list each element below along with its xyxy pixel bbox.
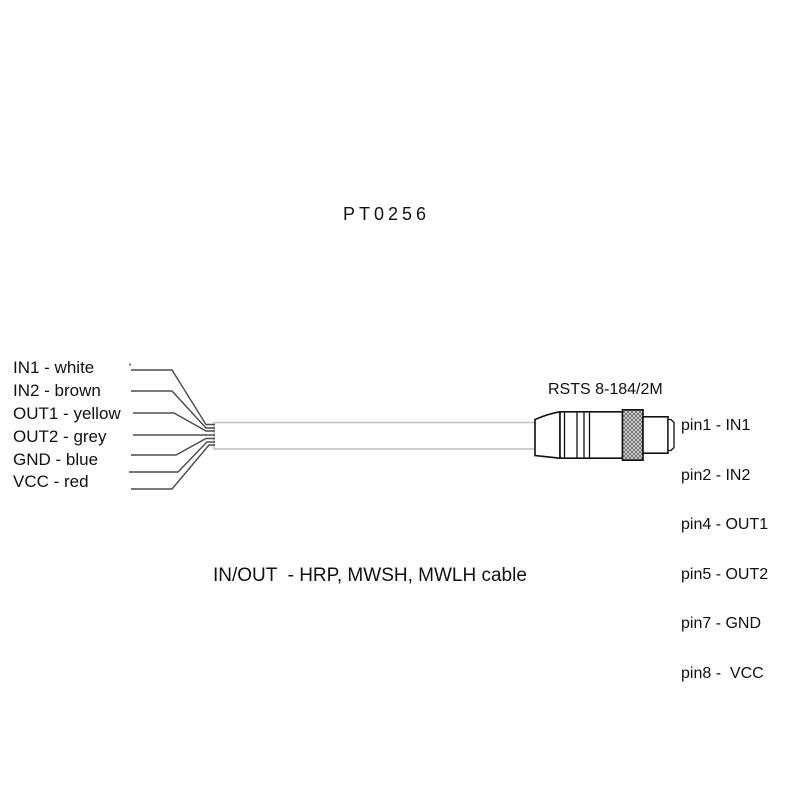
wire-label-out2: OUT2 - grey [13, 427, 107, 446]
wire-gnd [131, 437, 215, 456]
drawing-title: PT0256 [343, 204, 431, 224]
pin-label-8: pin8 - VCC [681, 664, 764, 682]
connector-end-cap [667, 418, 675, 452]
wire-fan [129, 369, 215, 490]
pin-label-5: pin5 - OUT2 [681, 565, 769, 583]
cable-type-caption: IN/OUT - HRP, MWSH, MWLH cable [213, 565, 527, 586]
connector-boot [534, 410, 561, 460]
wire-label-vcc: VCC - red [13, 472, 89, 491]
wire-label-in2: IN2 - brown [13, 381, 101, 400]
wire-shield [131, 444, 215, 490]
connector-body [559, 410, 624, 459]
connector-knurled-ring [621, 408, 644, 461]
pin-assignment-list: pin1 - IN1 pin2 - IN2 pin4 - OUT1 pin5 -… [681, 385, 768, 715]
wire-vcc [129, 441, 215, 473]
wire-label-out1: OUT1 - yellow [13, 404, 121, 423]
pin-label-1: pin1 - IN1 [681, 417, 751, 434]
pin-label-4: pin4 - OUT1 [681, 516, 769, 533]
connector-part-number: RSTS 8-184/2M [548, 381, 663, 398]
wire-in1 [131, 369, 215, 426]
connector-grooves [563, 412, 591, 458]
wire-out1 [133, 412, 215, 432]
stray-mark [128, 363, 132, 366]
wire-label-in1: IN1 - white [13, 358, 95, 377]
connector-m12 [534, 408, 675, 461]
connector-thread-tip [642, 415, 669, 454]
pin-label-2: pin2 - IN2 [681, 466, 751, 484]
wire-in2 [131, 390, 215, 429]
wire-label-gnd: GND - blue [13, 450, 99, 469]
cable-jacket [213, 421, 536, 450]
pin-label-7: pin7 - GND [681, 615, 762, 632]
